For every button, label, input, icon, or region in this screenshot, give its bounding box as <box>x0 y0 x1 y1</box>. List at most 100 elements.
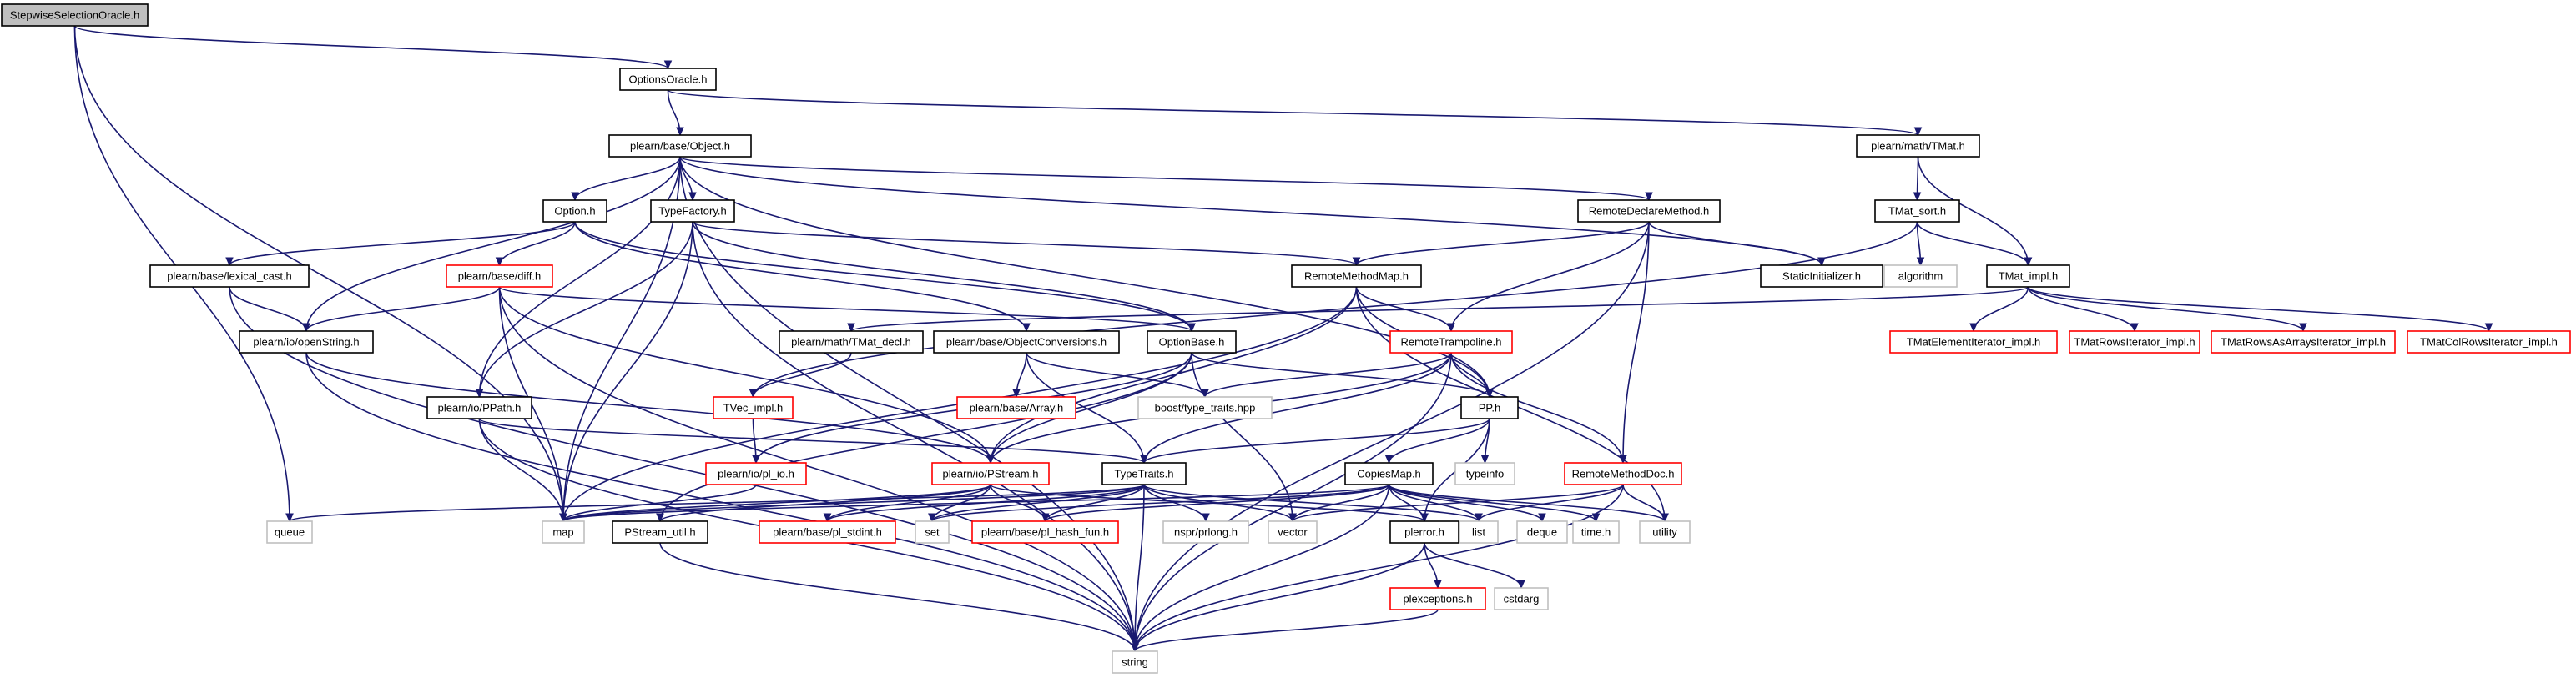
edge-tmatdecl-to-tvecimpl <box>749 352 852 399</box>
edge-typetraits-to-map <box>559 484 1145 523</box>
node-object[interactable]: plearn/base/Object.h <box>608 134 752 158</box>
node-tmatdecl[interactable]: plearn/math/TMat_decl.h <box>779 330 924 354</box>
node-pstream[interactable]: plearn/io/PStream.h <box>931 462 1050 485</box>
arrow-head <box>1384 455 1394 465</box>
node-tmat[interactable]: plearn/math/TMat.h <box>1856 134 1980 158</box>
node-remotemethodmap[interactable]: RemoteMethodMap.h <box>1291 264 1422 288</box>
node-remotedeclare[interactable]: RemoteDeclareMethod.h <box>1577 199 1721 223</box>
node-plhash[interactable]: plearn/base/pl_hash_fun.h <box>971 520 1119 544</box>
node-label: utility <box>1652 526 1677 539</box>
node-plerror[interactable]: plerror.h <box>1389 520 1459 544</box>
node-tmatsort[interactable]: TMat_sort.h <box>1874 199 1960 223</box>
edge-copiesmap-to-plerror <box>1388 484 1429 523</box>
edge-line <box>1450 352 1624 464</box>
arrow-head <box>1187 323 1196 333</box>
node-tmatimpl[interactable]: TMat_impl.h <box>1986 264 2070 288</box>
node-box <box>915 520 950 544</box>
node-typetraits[interactable]: TypeTraits.h <box>1101 462 1187 485</box>
edge-line <box>1355 286 1452 332</box>
node-box <box>1889 330 2058 354</box>
edge-line <box>574 156 681 201</box>
node-box <box>1389 520 1459 544</box>
edge-line <box>1648 221 1822 266</box>
edge-line <box>478 156 681 398</box>
edge-line <box>931 484 1145 522</box>
edge-copiesmap-to-map <box>559 484 1390 523</box>
node-lexicalcast[interactable]: plearn/base/lexical_cast.h <box>149 264 310 288</box>
node-box <box>1564 462 1682 485</box>
node-array[interactable]: plearn/base/Array.h <box>956 396 1076 419</box>
arrow-head <box>1022 323 1031 333</box>
node-box <box>1162 520 1249 544</box>
edge-tmat-to-tmatsort <box>1913 156 1922 202</box>
edge-line <box>659 484 991 522</box>
node-label: vector <box>1278 526 1308 539</box>
node-label: StaticInitializer.h <box>1782 270 1861 283</box>
node-box <box>2407 330 2571 354</box>
node-label: TMat_sort.h <box>1888 205 1946 218</box>
node-label: plearn/io/pl_io.h <box>718 468 794 480</box>
node-box <box>542 520 585 544</box>
node-tmatelemiter[interactable]: TMatElementIterator_impl.h <box>1889 330 2058 354</box>
node-box <box>1986 264 2070 288</box>
node-optionbase[interactable]: OptionBase.h <box>1147 330 1237 354</box>
node-box <box>426 396 532 419</box>
node-ppath[interactable]: plearn/io/PPath.h <box>426 396 532 419</box>
edge-line <box>1026 352 1145 464</box>
node-label: typeinfo <box>1466 468 1505 480</box>
node-openstring[interactable]: plearn/io/openString.h <box>239 330 374 354</box>
node-typefactory[interactable]: TypeFactory.h <box>650 199 735 223</box>
edge-line <box>1134 609 1439 652</box>
edge-copiesmap-to-plhash <box>1041 484 1390 523</box>
edge-line <box>1143 352 1452 464</box>
edge-line <box>1134 221 1650 652</box>
node-diff[interactable]: plearn/base/diff.h <box>446 264 553 288</box>
node-box <box>1760 264 1883 288</box>
node-stepwise[interactable]: StepwiseSelectionOracle.h <box>1 3 149 27</box>
node-tvecimpl[interactable]: TVec_impl.h <box>713 396 794 419</box>
node-option[interactable]: Option.h <box>542 199 607 223</box>
node-pp[interactable]: PP.h <box>1460 396 1519 419</box>
node-optionsoracle[interactable]: OptionsOracle.h <box>619 68 717 91</box>
node-label: set <box>925 526 940 539</box>
node-tmatrowsarr[interactable]: TMatRowsAsArraysIterator_impl.h <box>2211 330 2396 354</box>
node-staticinit[interactable]: StaticInitializer.h <box>1760 264 1883 288</box>
edge-line <box>562 484 757 522</box>
node-label: plearn/io/PPath.h <box>438 402 522 414</box>
edge-plerror-to-string <box>1131 542 1425 653</box>
node-map: map <box>542 520 585 544</box>
node-objconv[interactable]: plearn/base/ObjectConversions.h <box>933 330 1120 354</box>
node-plstdint[interactable]: plearn/base/pl_stdint.h <box>759 520 896 544</box>
edge-line <box>562 484 1390 522</box>
node-label: nspr/prlong.h <box>1174 526 1238 539</box>
edge-objconv-to-array <box>1012 352 1027 399</box>
node-boosttraits: boost/type_traits.hpp <box>1137 396 1273 419</box>
edge-line <box>1134 542 1425 652</box>
edge-line <box>1143 418 1490 464</box>
node-remotemethoddoc[interactable]: RemoteMethodDoc.h <box>1564 462 1682 485</box>
arrow-head <box>1140 455 1148 465</box>
node-box <box>542 199 607 223</box>
edge-remotemethoddoc-to-list <box>1475 484 1624 523</box>
node-label: Option.h <box>554 205 595 218</box>
arrow-head <box>2299 323 2307 333</box>
node-tmatrowsiter[interactable]: TMatRowsIterator_impl.h <box>2069 330 2200 354</box>
node-box <box>779 330 924 354</box>
node-pstreamutil[interactable]: PStream_util.h <box>612 520 708 544</box>
arrow-head <box>847 323 855 333</box>
arrow-head <box>1817 257 1826 267</box>
node-tmatcolrows[interactable]: TMatColRowsIterator_impl.h <box>2407 330 2571 354</box>
edge-pstream-to-pstreamutil <box>656 484 991 523</box>
edge-line <box>229 286 307 332</box>
node-plio[interactable]: plearn/io/pl_io.h <box>705 462 807 485</box>
node-box <box>608 134 752 158</box>
arrow-head <box>225 257 234 267</box>
node-label: TMatColRowsIterator_impl.h <box>2420 336 2558 349</box>
node-copiesmap[interactable]: CopiesMap.h <box>1344 462 1434 485</box>
node-box <box>705 462 807 485</box>
edge-line <box>990 286 1358 464</box>
node-box <box>956 396 1076 419</box>
node-remotetramp[interactable]: RemoteTrampoline.h <box>1389 330 1513 354</box>
node-plexceptions[interactable]: plexceptions.h <box>1389 587 1486 610</box>
edge-remotemethodmap-to-remotetramp <box>1355 286 1455 333</box>
